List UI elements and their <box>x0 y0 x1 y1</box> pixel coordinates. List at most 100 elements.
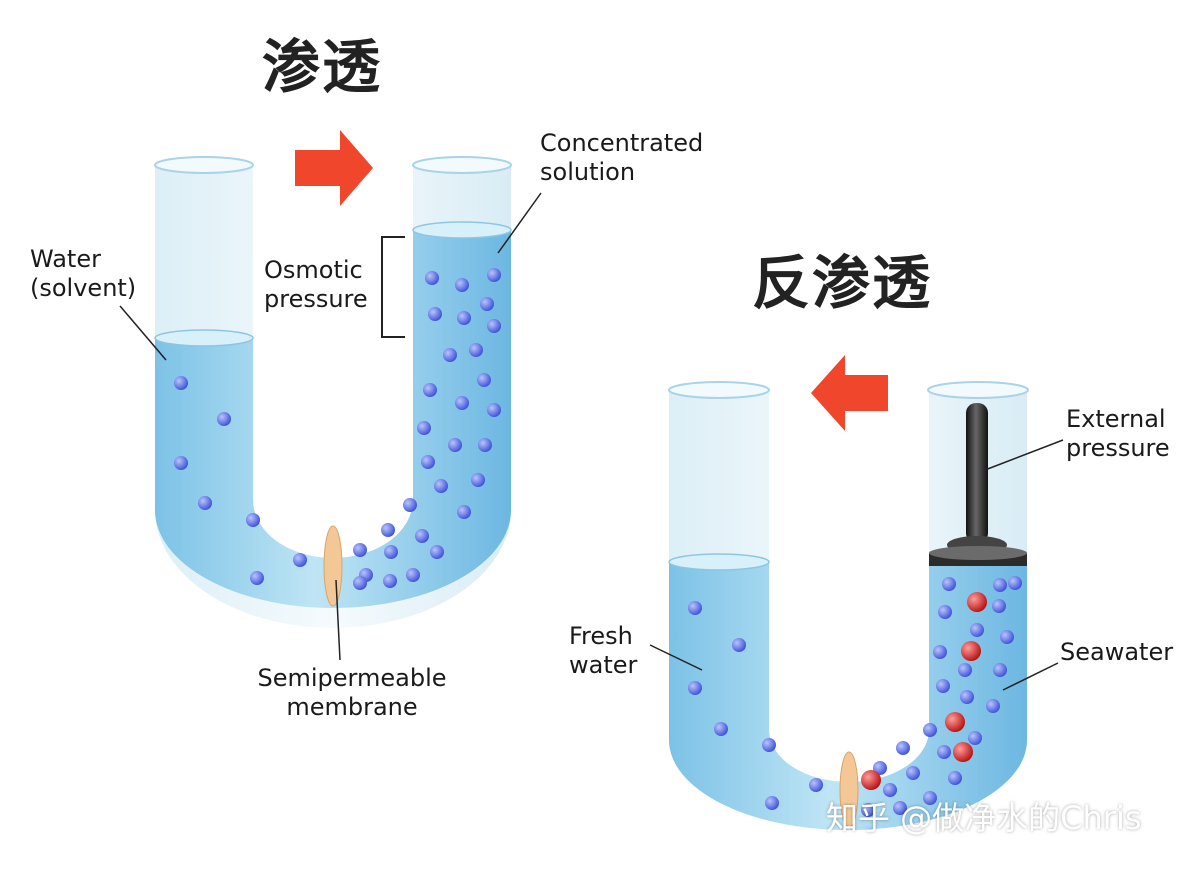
salt-particle <box>861 770 881 790</box>
label-concentrated-solution: Concentrated solution <box>540 129 704 186</box>
ro-salt-particles <box>861 592 987 790</box>
particle <box>353 576 367 590</box>
particle <box>478 438 492 452</box>
right-tube-rim <box>412 156 512 174</box>
particle <box>936 679 950 693</box>
particle <box>448 438 462 452</box>
particle <box>471 473 485 487</box>
leader-line-water <box>119 305 167 361</box>
particle <box>174 456 188 470</box>
particle <box>688 601 702 615</box>
ro-right-rim <box>927 381 1029 399</box>
particle <box>217 412 231 426</box>
particle <box>403 498 417 512</box>
leader-line-external-pressure <box>984 439 1064 471</box>
particle <box>861 803 875 817</box>
osmosis-u-tube <box>154 156 512 628</box>
particle <box>992 599 1006 613</box>
particle <box>906 766 920 780</box>
particle <box>1000 630 1014 644</box>
particle <box>457 311 471 325</box>
particle <box>960 690 974 704</box>
particle <box>415 529 429 543</box>
particle <box>434 479 448 493</box>
piston <box>929 403 1027 566</box>
arrow-left-icon <box>811 355 888 431</box>
salt-particle <box>945 712 965 732</box>
particle <box>428 307 442 321</box>
particle <box>469 343 483 357</box>
fresh-water-surface <box>668 553 770 571</box>
ro-left-rim <box>668 381 770 399</box>
particle <box>487 319 501 333</box>
particle <box>417 421 431 435</box>
particle <box>937 745 951 759</box>
particle <box>993 663 1007 677</box>
particle <box>688 681 702 695</box>
label-osmotic-pressure: Osmotic pressure <box>264 256 368 313</box>
particle <box>873 761 887 775</box>
leader-line-concentrated <box>497 192 542 254</box>
leader-line-seawater <box>1002 662 1059 691</box>
osmosis-membrane <box>323 525 343 607</box>
particle <box>1008 576 1022 590</box>
particle <box>948 771 962 785</box>
piston-top <box>929 546 1027 560</box>
particle <box>430 545 444 559</box>
particle <box>477 373 491 387</box>
arrow-right-icon <box>295 130 373 206</box>
particle <box>250 571 264 585</box>
particle <box>293 553 307 567</box>
particle <box>198 496 212 510</box>
particle <box>457 505 471 519</box>
salt-particle <box>967 592 987 612</box>
left-tube-rim <box>154 156 254 174</box>
particle <box>381 523 395 537</box>
particle <box>384 545 398 559</box>
watermark-text: 知乎 @做净水的Chris <box>826 799 1142 837</box>
particle <box>809 778 823 792</box>
label-seawater: Seawater <box>1060 638 1174 666</box>
ro-membrane <box>839 751 859 829</box>
particle <box>883 783 897 797</box>
salt-particle <box>961 641 981 661</box>
label-fresh-water: Fresh water <box>569 622 638 679</box>
particle <box>423 383 437 397</box>
particle <box>938 605 952 619</box>
reverse-osmosis-u-tube <box>668 381 1029 830</box>
particle <box>986 699 1000 713</box>
osmotic-pressure-bracket <box>381 236 405 338</box>
label-semipermeable-membrane: Semipermeable membrane <box>257 664 447 721</box>
particle <box>970 623 984 637</box>
particle <box>923 723 937 737</box>
particle <box>896 741 910 755</box>
particle <box>958 663 972 677</box>
particle <box>762 738 776 752</box>
particle <box>425 271 439 285</box>
reverse-osmosis-title: 反渗透 <box>752 249 933 317</box>
ro-particles <box>688 576 1022 817</box>
particle <box>174 376 188 390</box>
particle <box>732 638 746 652</box>
particle <box>455 278 469 292</box>
piston-rod <box>966 403 988 543</box>
particle <box>246 513 260 527</box>
particle <box>353 543 367 557</box>
particle <box>487 268 501 282</box>
right-water-surface <box>412 221 512 239</box>
particle <box>421 455 435 469</box>
particle <box>993 578 1007 592</box>
particle <box>487 403 501 417</box>
label-water-solvent: Water (solvent) <box>30 245 137 302</box>
particle <box>480 297 494 311</box>
particle <box>455 396 469 410</box>
salt-particle <box>953 742 973 762</box>
osmosis-particles <box>174 268 501 590</box>
osmosis-water <box>155 230 511 608</box>
label-external-pressure: External pressure <box>1066 405 1170 462</box>
particle <box>714 722 728 736</box>
ro-water <box>669 562 1027 830</box>
particle <box>383 574 397 588</box>
